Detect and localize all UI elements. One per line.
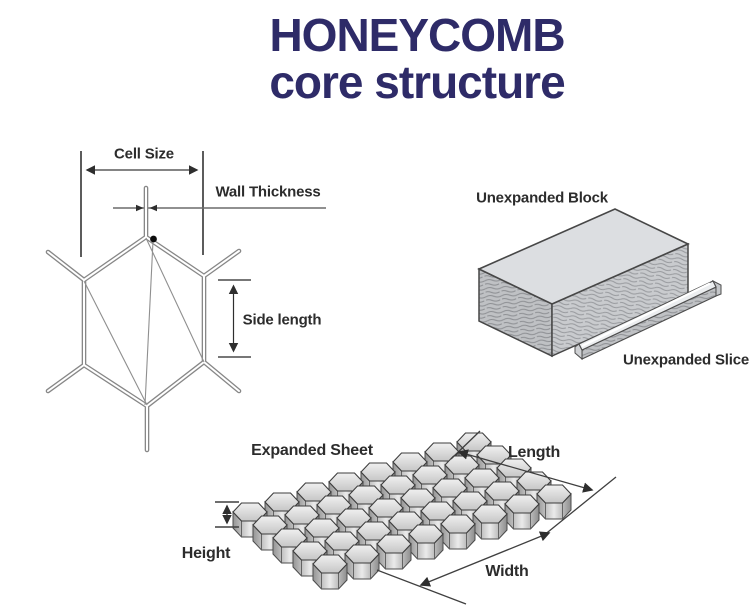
length-label: Length (507, 444, 561, 461)
expanded-sheet-label: Expanded Sheet (251, 442, 373, 459)
title-line1: HONEYCOMB (269, 9, 565, 61)
unexpanded-block-label: Unexpanded Block (476, 189, 608, 207)
height-dimension (215, 501, 239, 528)
side-length-label: Side length (242, 311, 322, 329)
length-dimension-line (457, 449, 594, 493)
unexpanded-slice-drawing (574, 279, 722, 361)
width-label: Width (485, 563, 529, 580)
length-extension-top (450, 430, 481, 460)
side-length-dimension (218, 279, 251, 358)
hexagon-cell-diagram (45, 151, 326, 453)
unexpanded-block-drawing (477, 208, 690, 358)
hexagon-lattice (45, 185, 242, 453)
width-dimension-line (419, 531, 551, 587)
title-line2: core structure (269, 56, 565, 108)
cell-size-label: Cell Size (114, 145, 174, 163)
wall-thickness-arrows (136, 204, 157, 212)
sheet-dimension-lines (215, 430, 617, 605)
height-label: Height (181, 545, 231, 562)
unexpanded-slice-label: Unexpanded Slice (622, 351, 750, 369)
width-extension-bottom (376, 569, 467, 605)
interior-diagonal-lines (83, 237, 205, 406)
cell-size-extension-lines (80, 151, 204, 257)
page-title: HONEYCOMB core structure (269, 9, 565, 108)
wall-thickness-label: Wall Thickness (215, 183, 321, 201)
wall-node-dot (150, 235, 157, 243)
corner-extension-line (542, 476, 617, 537)
